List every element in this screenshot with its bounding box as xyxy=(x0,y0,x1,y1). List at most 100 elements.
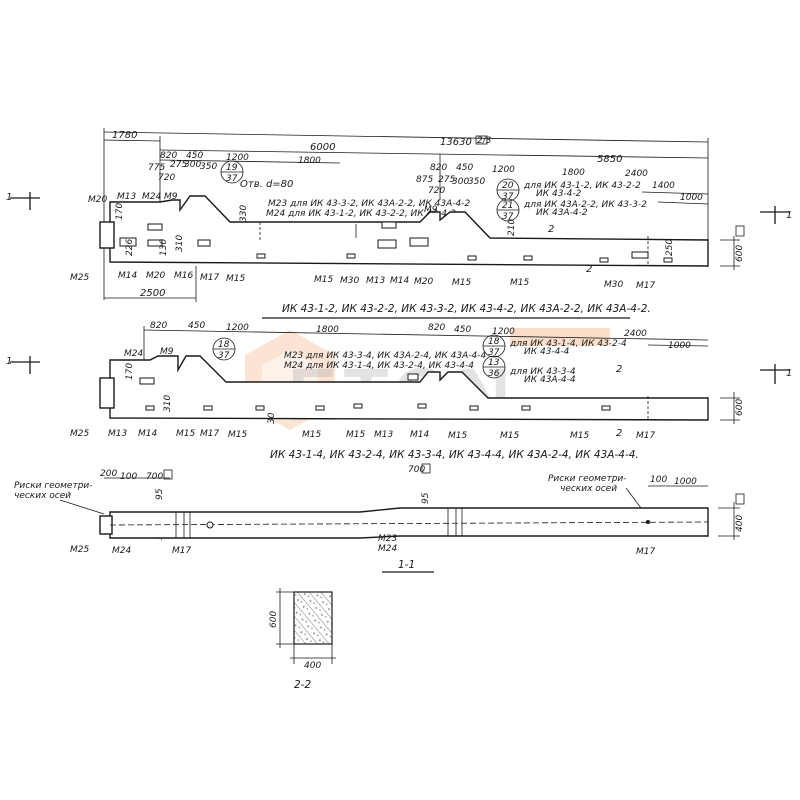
dim-170-v2: 170 xyxy=(125,363,135,380)
label-m17-v3: М17 xyxy=(172,546,191,556)
dim-600-s22: 600 xyxy=(269,611,279,628)
label-m15e-v2: М15 xyxy=(448,431,467,441)
dim-330-v1: 330 xyxy=(239,205,249,222)
dim-1200a-v2: 1200 xyxy=(226,323,249,333)
dim-720b: 720 xyxy=(428,186,445,196)
dim-1200a: 1200 xyxy=(226,153,249,163)
dim-170-v1: 170 xyxy=(115,203,125,220)
label-m15b: М15 xyxy=(314,275,333,285)
dim-130-v1: 130 xyxy=(159,239,169,256)
ref-circle-20: 20 xyxy=(502,181,514,191)
dim-600-v2: 600 xyxy=(735,399,745,416)
cut-marker-left-v2: 1 xyxy=(6,356,40,374)
label-m14b-v2: М14 xyxy=(410,430,429,440)
ref-circle-18a: 18 xyxy=(218,340,230,350)
label-m25a: М25 xyxy=(70,273,89,283)
label-m14a: М14 xyxy=(118,271,137,281)
cut-marker-right-v1: 1 xyxy=(760,206,792,224)
section-hatch xyxy=(293,591,333,645)
dim-1780: 1780 xyxy=(112,130,137,141)
label-m17b-v2: М17 xyxy=(636,431,655,441)
dim-275a: 275 xyxy=(170,160,187,170)
dim-450a-v2: 450 xyxy=(188,321,205,331)
dim-1800a: 1800 xyxy=(298,156,321,166)
label-m15d-v2: М15 xyxy=(346,430,365,440)
label-m9-v2: М9 xyxy=(160,347,174,357)
dim-95a-v3: 95 xyxy=(155,488,165,500)
beam-plan-view: Риски геометри- ческих осей Риски геомет… xyxy=(14,463,745,573)
label-m24-v2: М24 xyxy=(124,349,143,359)
dim-875: 875 xyxy=(416,175,433,185)
ref-circle-37c: 37 xyxy=(502,212,514,222)
dim-310-v1: 310 xyxy=(175,235,185,252)
view1-title: ИК 43-1-2, ИК 43-2-2, ИК 43-3-2, ИК 43-4… xyxy=(282,303,651,315)
ref-circle-37e: 37 xyxy=(488,348,500,358)
note-right-3-v1: для ИК 43А-2-2, ИК 43-3-2 xyxy=(523,200,647,210)
label-m17b: М17 xyxy=(636,281,655,291)
dim-30-v2: 30 xyxy=(267,412,277,424)
cut-marker-right-v2: 1 xyxy=(760,364,792,384)
note-right-2-v1: ИК 43-4-2 xyxy=(536,189,582,199)
label-m13a: М13 xyxy=(117,192,136,202)
dim-1000: 1000 xyxy=(680,193,703,203)
dim-820b: 820 xyxy=(430,163,447,173)
note-right-1-v1: для ИК 43-1-2, ИК 43-2-2 xyxy=(523,181,641,191)
label-m15c-v2: М15 xyxy=(302,430,321,440)
label-m24-v3: М24 xyxy=(112,546,131,556)
dim-450b: 450 xyxy=(456,163,473,173)
dim-700b-v3: 700 xyxy=(408,465,425,475)
cut-2-upper-v2: 2 xyxy=(616,364,622,375)
label-m15d: М15 xyxy=(510,278,529,288)
beam-view-2: 820 450 1200 1800 820 450 1200 2400 1000… xyxy=(6,321,792,461)
note-right-4-v2: ИК 43А-4-4 xyxy=(524,375,576,385)
dim-200-v3: 200 xyxy=(100,469,117,479)
ref-circle-13: 13 xyxy=(488,358,500,368)
dim-2400-v2: 2400 xyxy=(624,329,647,339)
dim-720a: 720 xyxy=(158,173,175,183)
label-m13a-v2: М13 xyxy=(108,429,127,439)
dim-2500: 2500 xyxy=(140,288,165,299)
note-risks-right-2: ческих осей xyxy=(560,484,617,494)
dim-13630: 13630 xyxy=(440,137,472,148)
note-m24-v1: М24 для ИК 43-1-2, ИК 43-2-2, ИК 43-4-2 xyxy=(266,209,456,219)
label-m9b: М9 xyxy=(424,205,438,215)
label-m15a-v2: М15 xyxy=(176,429,195,439)
label-m25-v2: М25 xyxy=(70,429,89,439)
note-m23-v1: М23 для ИК 43-3-2, ИК 43А-2-2, ИК 43А-4-… xyxy=(268,199,471,209)
label-m24a: М24 xyxy=(142,192,161,202)
note-risks-right-1: Риски геометри- xyxy=(548,474,627,484)
label-m20c: М20 xyxy=(414,277,433,287)
dim-2400: 2400 xyxy=(625,169,648,179)
label-m20a: М20 xyxy=(88,195,107,205)
dim-450b-v2: 450 xyxy=(454,325,471,335)
ref-circle-37d: 37 xyxy=(218,351,230,361)
label-m30a: М30 xyxy=(340,276,359,286)
beam-view-1: 1780 6000 13630 2/3 5850 820 450 1200 77… xyxy=(6,128,792,319)
dim-250-v1: 250 xyxy=(665,239,675,256)
dim-1400: 1400 xyxy=(652,181,675,191)
dim-820b-v2: 820 xyxy=(428,323,445,333)
label-m24b-v3: М24 xyxy=(378,544,397,554)
note-right-2-v2: ИК 43-4-4 xyxy=(524,347,570,357)
dim-400-s22: 400 xyxy=(304,661,321,671)
dim-box-1: 2/3 xyxy=(477,136,492,146)
dim-1200b-v2: 1200 xyxy=(492,327,515,337)
cut-marker-left-v1: 1 xyxy=(6,192,40,210)
label-m23-v3: М23 xyxy=(378,534,397,544)
svg-text:1: 1 xyxy=(786,210,792,221)
note-right-4-v1: ИК 43А-4-2 xyxy=(536,208,588,218)
svg-text:1: 1 xyxy=(786,368,792,379)
ref-circle-21: 21 xyxy=(502,201,513,211)
label-m17a: М17 xyxy=(200,273,219,283)
note-m23-v2: М23 для ИК 43-3-4, ИК 43А-2-4, ИК 43А-4-… xyxy=(284,351,487,361)
ref-circle-18b: 18 xyxy=(488,337,500,347)
dim-350b: 350 xyxy=(468,177,485,187)
dim-300b: 300 xyxy=(452,177,469,187)
view2-title: ИК 43-1-4, ИК 43-2-4, ИК 43-3-4, ИК 43-4… xyxy=(270,449,639,461)
dim-820a-v2: 820 xyxy=(150,321,167,331)
label-m13b: М13 xyxy=(366,276,385,286)
note-right-1-v2: для ИК 43-1-4, ИК 43-2-4 xyxy=(509,339,627,349)
dim-300a: 300 xyxy=(184,160,201,170)
dim-450a: 450 xyxy=(186,151,203,161)
